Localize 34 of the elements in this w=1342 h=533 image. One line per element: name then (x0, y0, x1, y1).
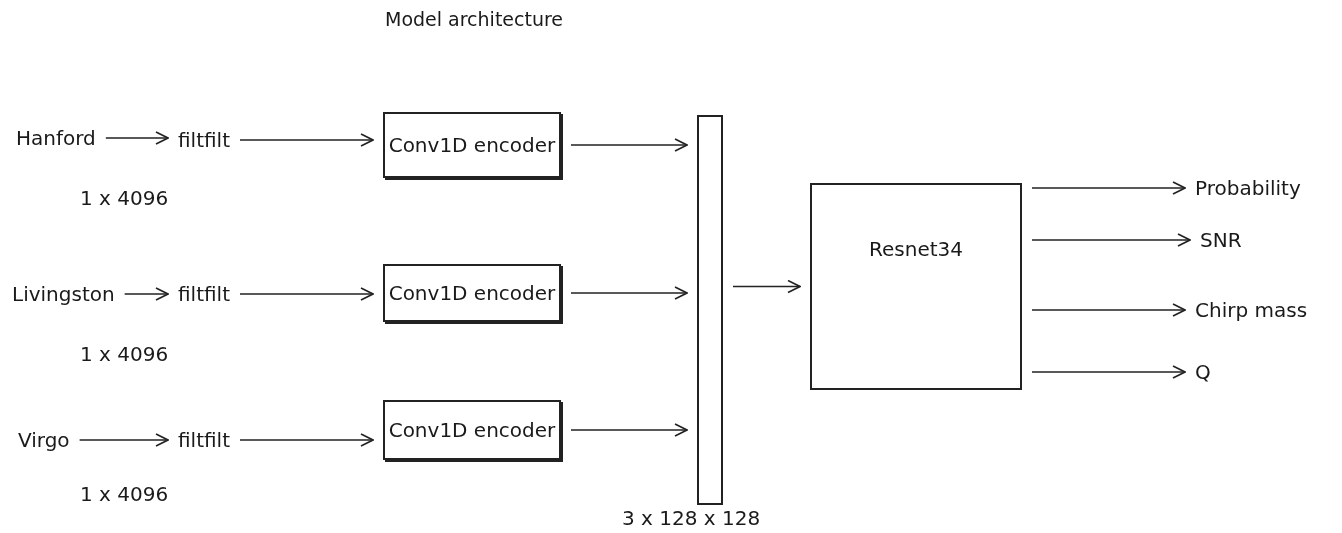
node-label: SNR (1200, 228, 1242, 252)
arrow (1031, 181, 1186, 195)
dimension-label: 3 x 128 x 128 (622, 506, 761, 530)
process-box: Conv1D encoder (383, 264, 561, 322)
dimension-label: 1 x 4096 (80, 186, 169, 210)
node-label: Chirp mass (1195, 298, 1308, 322)
node-label: Probability (1195, 176, 1301, 200)
diagram-title: Model architecture (385, 8, 564, 30)
dimension-label: 1 x 4096 (80, 342, 169, 366)
arrow (570, 286, 688, 300)
dimension-label: 1 x 4096 (80, 482, 169, 506)
process-box: Resnet34 (810, 183, 1022, 390)
arrow (78, 433, 169, 447)
node-label: filtfilt (178, 428, 230, 452)
arrow (570, 423, 688, 437)
process-box: Conv1D encoder (383, 112, 561, 178)
arrow (239, 287, 374, 301)
arrow (239, 133, 374, 147)
arrow (570, 138, 688, 152)
arrow (732, 279, 801, 294)
arrow (1031, 233, 1191, 247)
arrow (1031, 303, 1186, 317)
node-label: Q (1195, 360, 1211, 384)
node-label: filtfilt (178, 128, 230, 152)
node-label: Hanford (16, 126, 96, 150)
arrow (239, 433, 374, 447)
process-box: Conv1D encoder (383, 400, 561, 460)
feature-bar (697, 115, 723, 505)
node-label: filtfilt (178, 282, 230, 306)
arrow (105, 131, 169, 145)
arrow (1031, 365, 1186, 379)
node-label: Virgo (18, 428, 70, 452)
node-label: Livingston (12, 282, 115, 306)
arrow (123, 287, 169, 301)
